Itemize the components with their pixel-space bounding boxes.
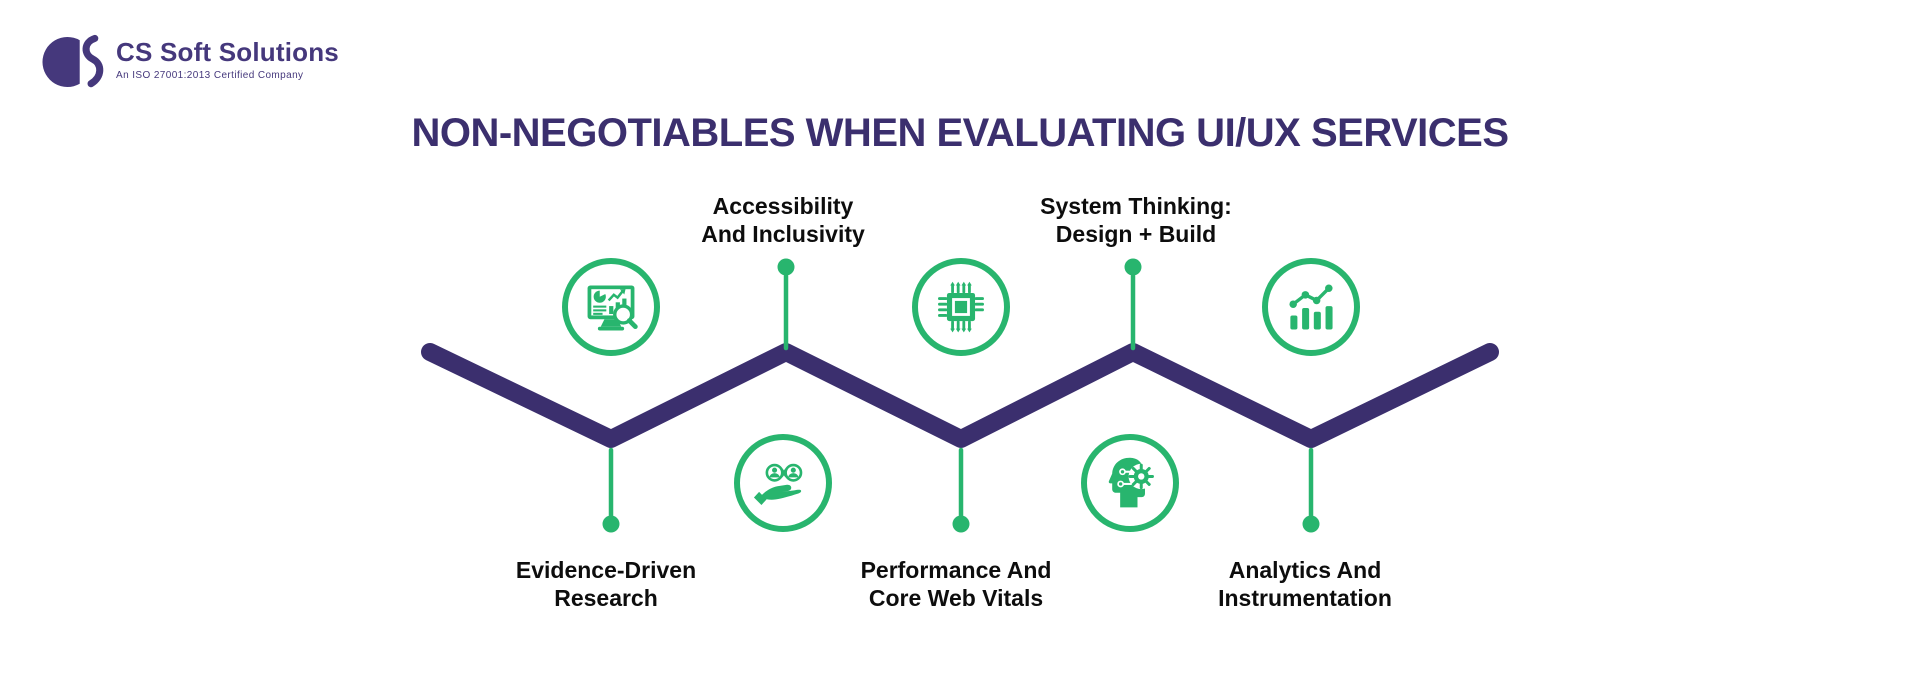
label-line: Analytics And bbox=[1228, 557, 1382, 583]
company-logo: CS Soft Solutions An ISO 27001:2013 Cert… bbox=[42, 26, 339, 92]
label-line: Design + Build bbox=[1055, 221, 1217, 247]
bar-chart-trend-icon bbox=[1289, 284, 1333, 330]
processor-chip-icon bbox=[938, 281, 984, 333]
node-performance-and-core-web-vitals bbox=[912, 258, 1010, 356]
label-line: Core Web Vitals bbox=[868, 585, 1044, 611]
label-line: And Inclusivity bbox=[701, 221, 865, 247]
monitor-analytics-magnifier-icon bbox=[587, 285, 638, 331]
label-line: Research bbox=[554, 585, 658, 611]
label-system-thinking-design-build: System Thinking: Design + Build bbox=[986, 192, 1286, 248]
node-evidence-driven-research bbox=[562, 258, 660, 356]
label-performance-and-core-web-vitals: Performance And Core Web Vitals bbox=[806, 556, 1106, 612]
hand-inclusivity-icon bbox=[753, 463, 803, 506]
node-accessibility-and-inclusivity bbox=[734, 434, 832, 532]
node-analytics-and-instrumentation bbox=[1262, 258, 1360, 356]
connector-dot bbox=[952, 515, 970, 533]
label-line: Evidence-Driven bbox=[515, 557, 697, 583]
connector-dot bbox=[1124, 258, 1142, 276]
cs-logo-icon bbox=[42, 34, 104, 88]
label-line: Instrumentation bbox=[1218, 585, 1392, 611]
logo-text: CS Soft Solutions An ISO 27001:2013 Cert… bbox=[116, 26, 339, 81]
zigzag-path bbox=[421, 343, 1499, 448]
label-line: System Thinking: bbox=[1040, 193, 1232, 219]
page-title: NON-NEGOTIABLES WHEN EVALUATING UI/UX SE… bbox=[411, 111, 1509, 155]
company-name: CS Soft Solutions bbox=[116, 37, 339, 67]
label-line: Performance And bbox=[860, 557, 1052, 583]
connector-dot bbox=[777, 258, 795, 276]
connector-dot bbox=[602, 515, 620, 533]
label-line: Accessibility bbox=[712, 193, 854, 219]
node-system-thinking-design-build bbox=[1081, 434, 1179, 532]
label-evidence-driven-research: Evidence-Driven Research bbox=[456, 556, 756, 612]
label-analytics-and-instrumentation: Analytics And Instrumentation bbox=[1155, 556, 1455, 612]
connector-dot bbox=[1302, 515, 1320, 533]
head-gear-icon bbox=[1108, 457, 1154, 508]
label-accessibility-and-inclusivity: Accessibility And Inclusivity bbox=[633, 192, 933, 248]
company-tagline: An ISO 27001:2013 Certified Company bbox=[116, 70, 304, 81]
